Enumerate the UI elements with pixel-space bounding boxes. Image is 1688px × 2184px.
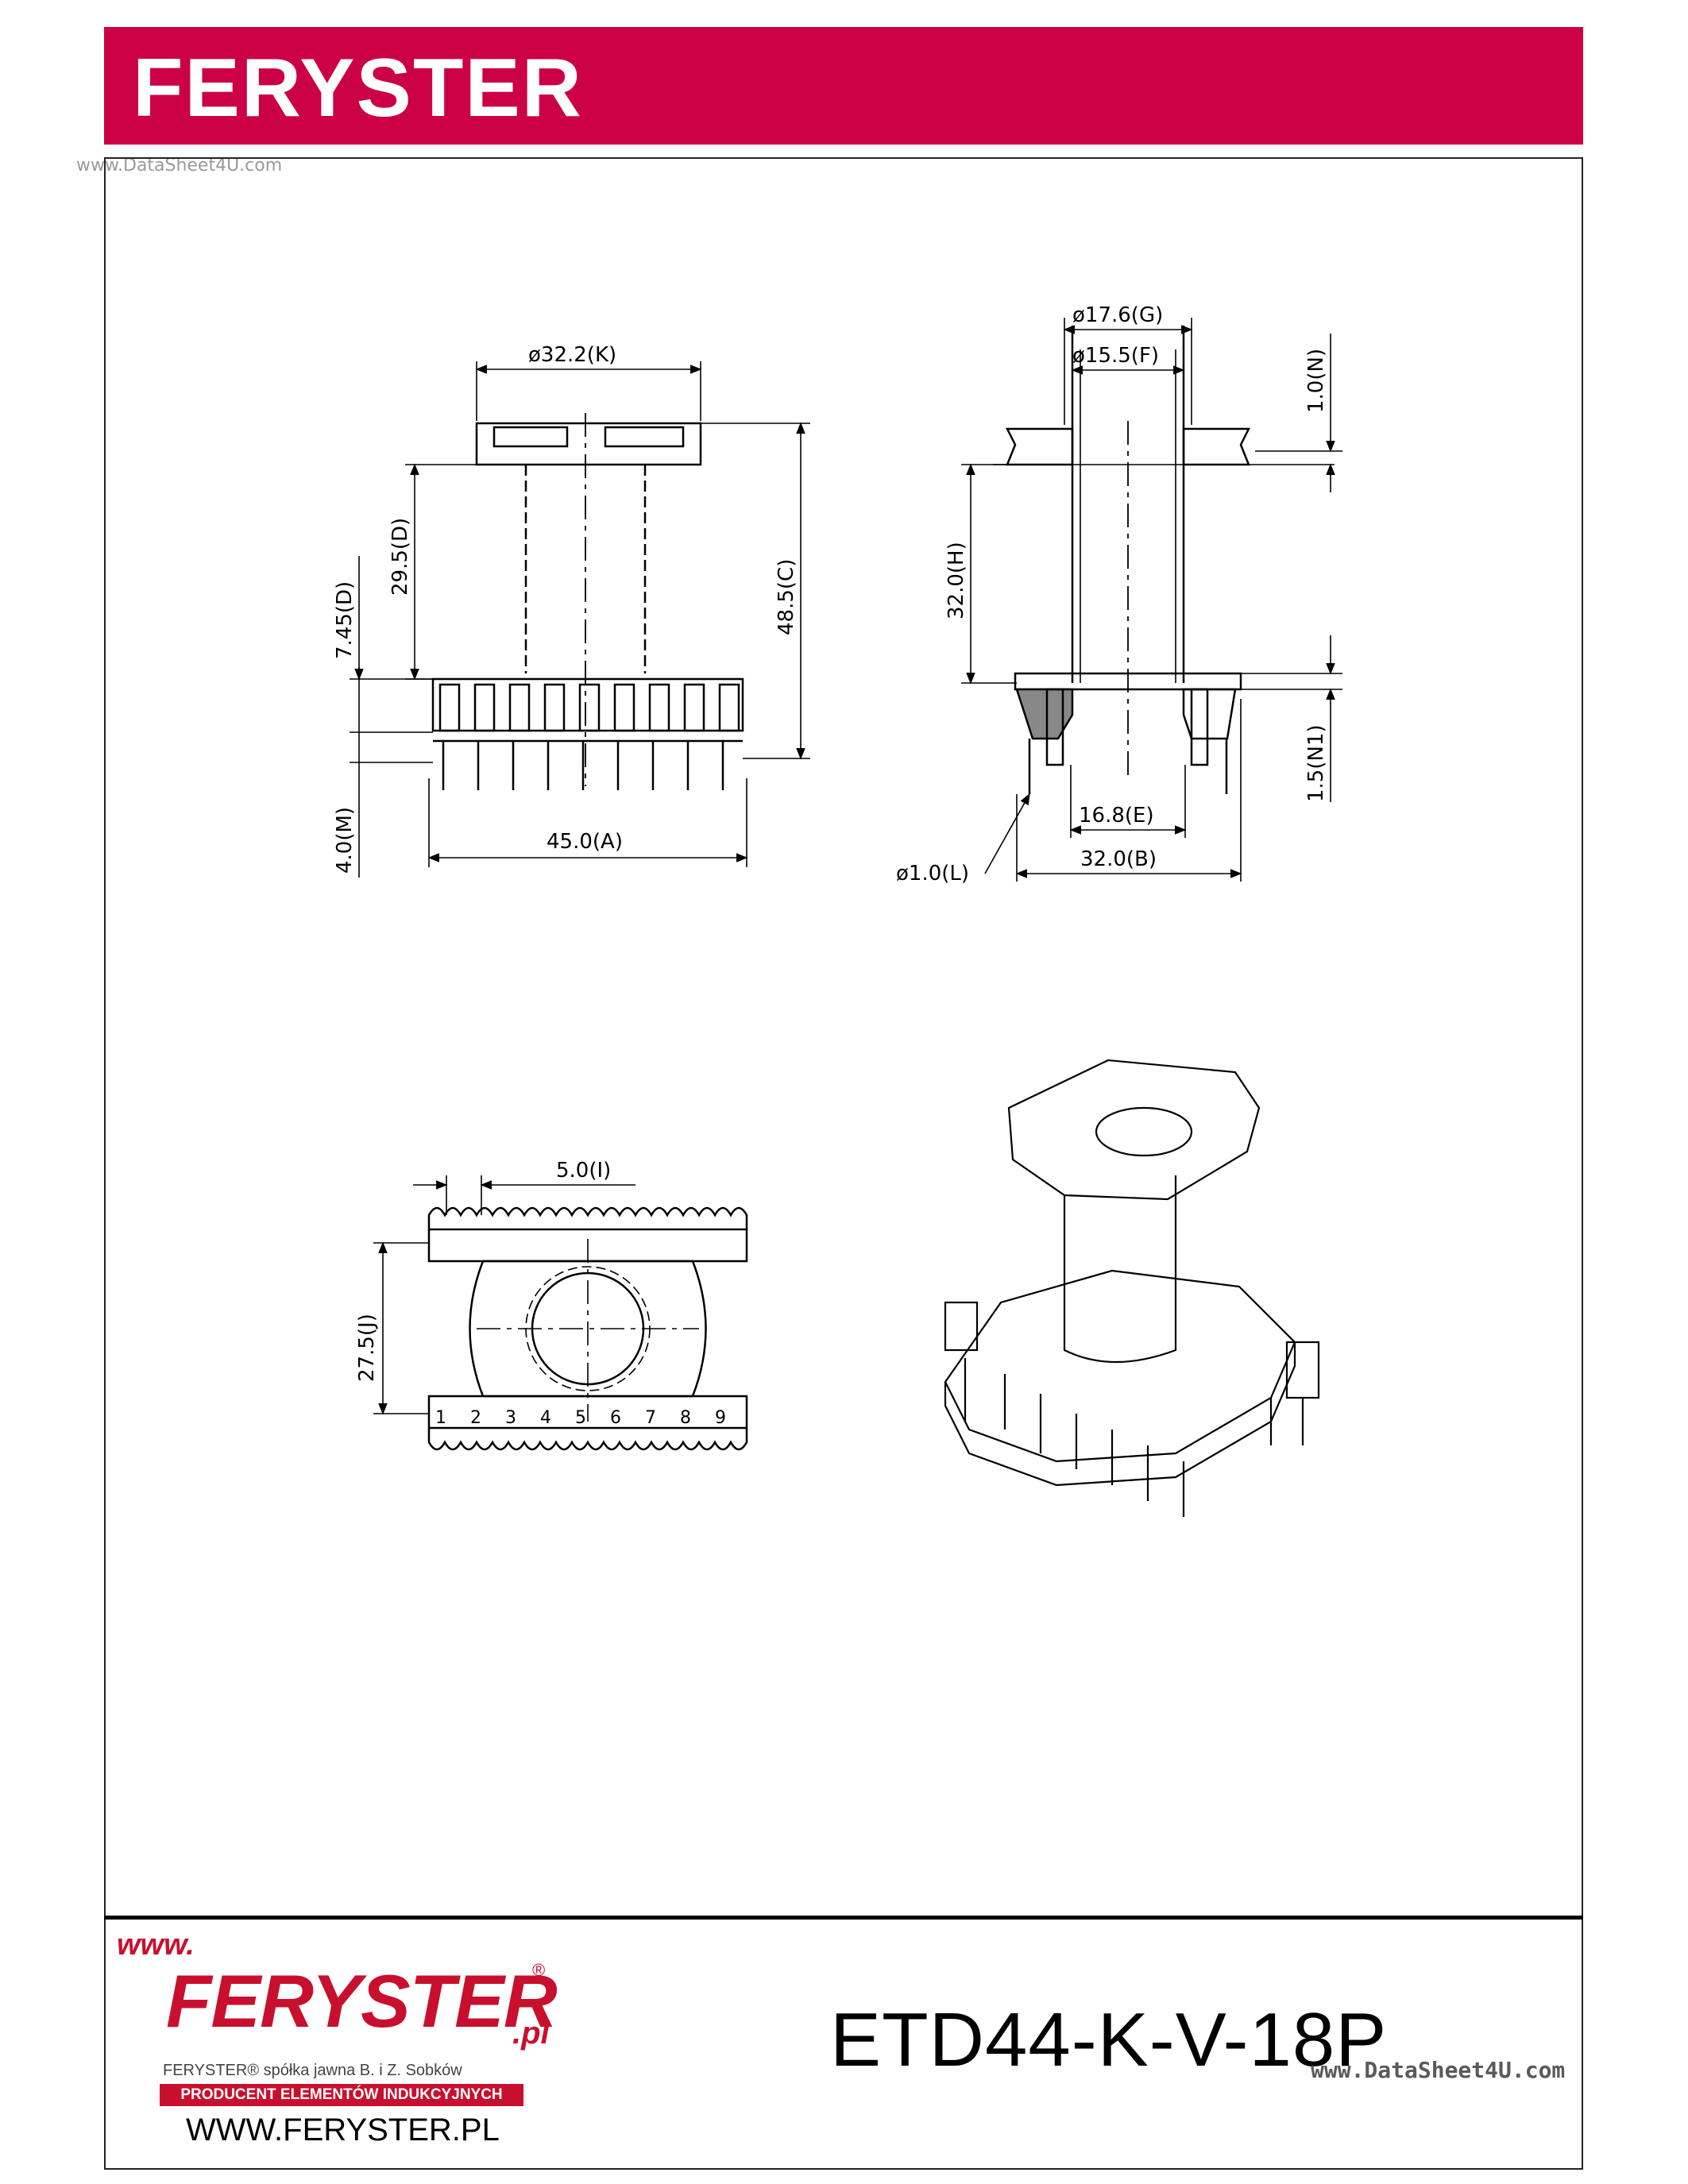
logo-domain: .pl — [512, 2016, 550, 2051]
dim-e-label: 16.8(E) — [1079, 804, 1154, 828]
pin-number: 1 — [435, 1408, 446, 1428]
pin-number: 2 — [470, 1408, 481, 1428]
footer-divider — [104, 1916, 1583, 1920]
pin-number: 4 — [540, 1408, 551, 1428]
isometric-view-drawing — [944, 1059, 1320, 1517]
watermark-bottom: www.DataSheet4U.com — [1311, 2057, 1566, 2083]
header-bar: FERYSTER — [104, 27, 1583, 145]
dim-n1-label: 1.5(N1) — [1304, 724, 1328, 802]
company-name: FERYSTER® spółka jawna B. i Z. Sobków — [163, 2062, 462, 2079]
dim-h-label: 32.0(H) — [944, 542, 968, 619]
dim-k-label: ø32.2(K) — [528, 343, 616, 367]
dim-j-label: 27.5(J) — [355, 1314, 379, 1382]
pin-number: 6 — [610, 1408, 621, 1428]
logo-www: www. — [117, 1928, 195, 1962]
pin-number: 3 — [505, 1408, 516, 1428]
pin-number: 7 — [645, 1408, 656, 1428]
header-title: FERYSTER — [133, 42, 583, 134]
front-view-drawing — [350, 361, 810, 878]
drawing-frame — [104, 157, 1583, 2170]
dim-a-label: 45.0(A) — [547, 830, 623, 854]
logo-name: FERYSTER — [166, 1959, 558, 2043]
bottom-view-drawing — [373, 1175, 748, 1451]
website-link[interactable]: WWW.FERYSTER.PL — [186, 2113, 500, 2147]
dim-g-label: ø17.6(G) — [1072, 303, 1163, 327]
dim-n-label: 1.0(N) — [1304, 349, 1328, 413]
pin-number: 8 — [680, 1408, 691, 1428]
dim-d2-label: 7.45(D) — [333, 581, 357, 659]
dim-m-label: 4.0(M) — [333, 807, 357, 874]
dim-l-label: ø1.0(L) — [896, 862, 969, 886]
feryster-logo: www. FERYSTER ® .pl FERYSTER® spółka jaw… — [115, 1928, 568, 2111]
pin-number: 5 — [575, 1408, 586, 1428]
side-view-drawing — [961, 318, 1342, 882]
dim-c-label: 48.5(C) — [774, 559, 798, 635]
pin-number: 9 — [715, 1408, 726, 1428]
logo-registered-mark: ® — [532, 1960, 546, 1980]
watermark-top: www.DataSheet4U.com — [76, 156, 283, 176]
part-number-title: ETD44-K-V-18P — [830, 1997, 1388, 2082]
dim-f-label: ø15.5(F) — [1072, 344, 1159, 368]
dim-i-label: 5.0(I) — [556, 1159, 611, 1183]
company-tagline: PRODUCENT ELEMENTÓW INDUKCYJNYCH — [160, 2084, 523, 2106]
dim-b-label: 32.0(B) — [1080, 847, 1157, 871]
dim-d1-label: 29.5(D) — [388, 518, 412, 596]
